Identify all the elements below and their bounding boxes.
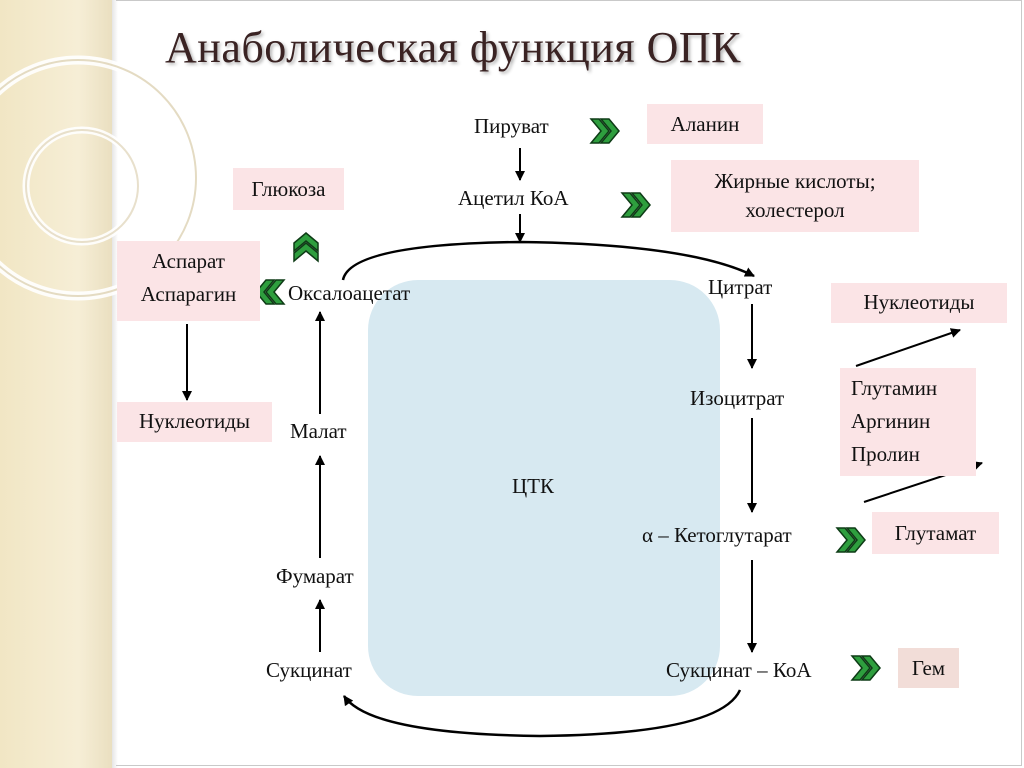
arginine-text: Аргинин xyxy=(851,409,931,434)
fatty-acids-text: Жирные кислоты; xyxy=(714,169,876,193)
label-pyruvate: Пируват xyxy=(474,114,549,138)
product-nucleotides-right: Нуклеотиды xyxy=(831,283,1007,323)
alanine-text: Аланин xyxy=(670,112,740,136)
product-amino-acids: Глутамин Аргинин Пролин xyxy=(840,368,976,476)
nucleotides-right-text: Нуклеотиды xyxy=(863,290,975,314)
page-title: Анаболическая функция ОПК xyxy=(165,23,741,72)
asparagine-text: Аспарагин xyxy=(140,282,237,307)
label-malate: Малат xyxy=(290,419,347,443)
slide-border xyxy=(116,0,1022,766)
product-nucleotides-left: Нуклеотиды xyxy=(117,402,272,442)
label-acetyl-coa: Ацетил КоА xyxy=(458,186,569,210)
cholesterol-text: холестерол xyxy=(745,198,845,223)
label-alpha-ketoglutarate: α – Кетоглутарат xyxy=(642,523,792,547)
product-glutamate: Глутамат xyxy=(872,512,999,554)
strip-shadow xyxy=(112,0,118,768)
tca-cycle-box xyxy=(368,280,720,696)
product-aspartate-asparagine: Аспарат Аспарагин xyxy=(117,241,260,321)
proline-text: Пролин xyxy=(851,442,920,467)
product-heme: Гем xyxy=(898,648,959,688)
product-fatty-acids: Жирные кислоты; холестерол xyxy=(671,160,919,232)
label-isocitrate: Изоцитрат xyxy=(690,386,785,410)
glucose-text: Глюкоза xyxy=(251,177,326,201)
heme-text: Гем xyxy=(911,656,946,680)
label-fumarate: Фумарат xyxy=(276,564,354,588)
glutamine-text: Глутамин xyxy=(851,376,938,400)
nucleotides-left-text: Нуклеотиды xyxy=(138,409,251,433)
left-decorative-strip xyxy=(0,0,112,768)
label-oxaloacetate: Оксалоацетат xyxy=(288,281,411,305)
aspartate-text: Аспарат xyxy=(152,249,225,273)
label-succinate: Сукцинат xyxy=(266,658,352,682)
label-citrate: Цитрат xyxy=(708,275,773,299)
label-tca-center: ЦТК xyxy=(512,474,554,498)
product-glucose: Глюкоза xyxy=(233,168,344,210)
glutamate-text: Глутамат xyxy=(894,521,977,545)
product-alanine: Аланин xyxy=(647,104,763,144)
label-succinyl-coa: Сукцинат – КоА xyxy=(666,658,812,682)
